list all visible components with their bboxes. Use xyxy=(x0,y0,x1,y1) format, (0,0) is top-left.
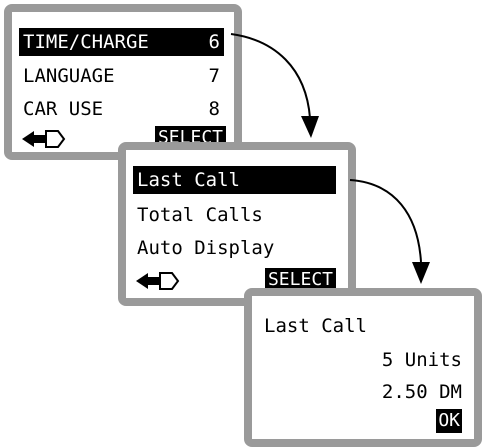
result-title: Last Call xyxy=(264,315,367,337)
menu-item-last-call[interactable]: Last Call xyxy=(133,166,336,194)
result-amount: 2.50 DM xyxy=(381,381,462,403)
menu-item-label: Total Calls xyxy=(137,204,263,226)
menu-item-label: TIME/CHARGE xyxy=(23,31,149,53)
menu-item-language[interactable]: LANGUAGE 7 xyxy=(19,62,224,90)
menu-screen-main: TIME/CHARGE 6 LANGUAGE 7 CAR USE 8 SELEC… xyxy=(4,4,242,160)
arrow-head-2 xyxy=(412,262,430,284)
menu-item-total-calls[interactable]: Total Calls xyxy=(133,201,338,229)
arrow-connector-2 xyxy=(349,179,422,263)
menu-item-car-use[interactable]: CAR USE 8 xyxy=(19,95,224,123)
menu-item-number: 7 xyxy=(208,65,220,87)
arrow-head-1 xyxy=(301,116,319,138)
menu-item-label: Auto Display xyxy=(137,237,275,259)
menu-item-label: LANGUAGE xyxy=(23,65,115,87)
result-units: 5 Units xyxy=(381,349,462,371)
menu-item-label: CAR USE xyxy=(23,98,104,120)
menu-item-number: 6 xyxy=(208,31,220,53)
menu-item-label: Last Call xyxy=(137,169,240,191)
ok-button[interactable]: OK xyxy=(436,409,462,433)
plug-arrow-icon[interactable] xyxy=(22,128,66,150)
arrow-connector-1 xyxy=(230,33,311,119)
menu-screen-time-charge: Last Call Total Calls Auto Display SELEC… xyxy=(118,142,356,306)
menu-item-number: 8 xyxy=(208,98,220,120)
result-screen-last-call: Last Call 5 Units 2.50 DM OK xyxy=(244,288,482,447)
menu-item-auto-display[interactable]: Auto Display xyxy=(133,234,338,262)
menu-item-time-charge[interactable]: TIME/CHARGE 6 xyxy=(19,28,224,56)
plug-arrow-icon[interactable] xyxy=(136,270,180,292)
